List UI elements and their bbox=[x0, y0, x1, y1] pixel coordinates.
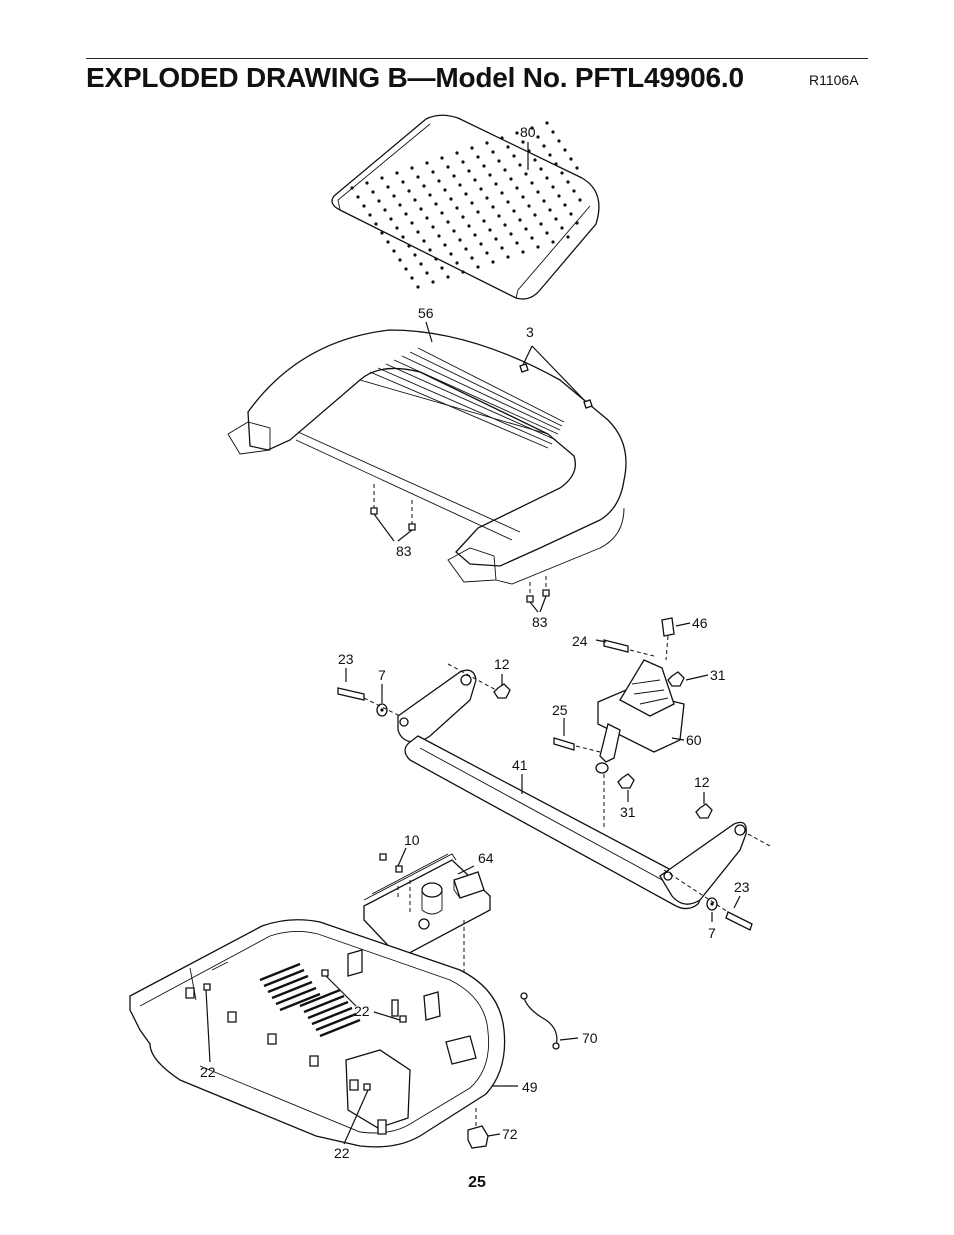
callout-46: 46 bbox=[692, 615, 708, 631]
tray-perforations bbox=[350, 121, 582, 289]
page-number: 25 bbox=[468, 1174, 486, 1191]
callout-7-right: 7 bbox=[708, 925, 716, 941]
fasteners-rear bbox=[663, 792, 771, 931]
callout-12-right: 12 bbox=[694, 774, 710, 790]
callout-25: 25 bbox=[552, 702, 568, 718]
part-56-hood bbox=[227, 329, 627, 585]
callout-22-center: 22 bbox=[354, 1003, 370, 1019]
callout-10: 10 bbox=[404, 832, 420, 848]
callout-56: 56 bbox=[418, 305, 434, 321]
part-72-switch bbox=[467, 1108, 501, 1149]
callout-22-bottom: 22 bbox=[334, 1145, 350, 1161]
callout-31-top: 31 bbox=[710, 667, 726, 683]
part-80-tray bbox=[331, 114, 600, 300]
callout-24: 24 bbox=[572, 633, 588, 649]
callout-83-left: 83 bbox=[396, 543, 412, 559]
screws-3 bbox=[519, 345, 593, 409]
screws-83 bbox=[370, 484, 550, 613]
callout-7-left: 7 bbox=[378, 667, 386, 683]
fasteners-front bbox=[337, 663, 511, 717]
header-rule bbox=[86, 58, 868, 59]
part-60-motor bbox=[553, 617, 709, 830]
part-49-base bbox=[129, 919, 518, 1148]
base-vents bbox=[259, 962, 361, 1038]
callout-12-left: 12 bbox=[494, 656, 510, 672]
callout-23-left: 23 bbox=[338, 651, 354, 667]
drawing-code: R1106A bbox=[809, 72, 859, 88]
part-41-frame bbox=[397, 669, 747, 910]
callout-22-left: 22 bbox=[200, 1064, 216, 1080]
part-64-controller bbox=[362, 847, 492, 1010]
callout-80: 80 bbox=[520, 124, 536, 140]
page-title: EXPLODED DRAWING B—Model No. PFTL49906.0 bbox=[86, 62, 744, 93]
callout-60: 60 bbox=[686, 732, 702, 748]
callout-64: 64 bbox=[478, 850, 494, 866]
callout-3: 3 bbox=[526, 324, 534, 340]
callout-23-right: 23 bbox=[734, 879, 750, 895]
callout-72: 72 bbox=[502, 1126, 518, 1142]
callout-31-bottom: 31 bbox=[620, 804, 636, 820]
callout-70: 70 bbox=[582, 1030, 598, 1046]
part-70-cable bbox=[520, 992, 579, 1050]
callout-41: 41 bbox=[512, 757, 528, 773]
callout-49: 49 bbox=[522, 1079, 538, 1095]
callout-83-right: 83 bbox=[532, 614, 548, 630]
